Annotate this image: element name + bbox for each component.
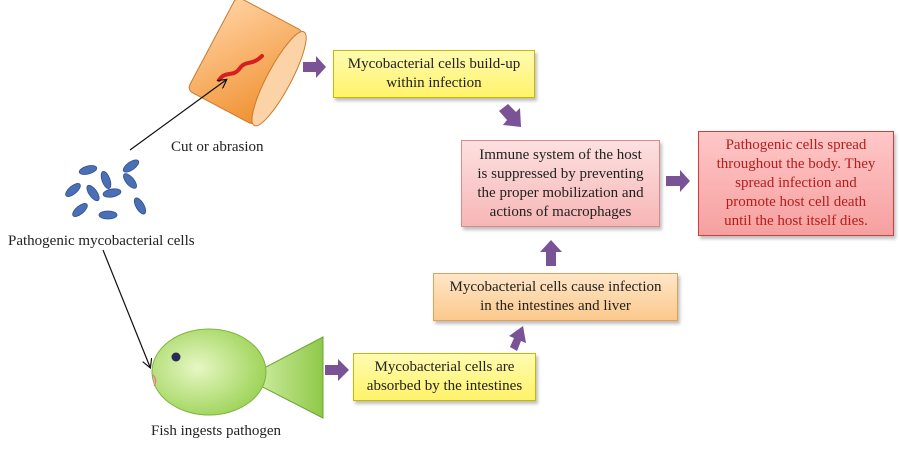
cut-label: Cut or abrasion: [171, 139, 264, 155]
box-immune-line: actions of macrophages: [489, 203, 632, 220]
box-immune: Immune system of the host is suppressed …: [461, 140, 660, 227]
arrow-cells-to-fish: [102, 249, 150, 367]
box-absorbed-line: Mycobacterial cells are: [374, 359, 515, 375]
box-immune-line: the proper mobilization and: [477, 184, 644, 201]
box-spread-line: promote host cell death: [725, 194, 867, 210]
box-intestines-liver-line: in the intestines and liver: [480, 298, 631, 314]
box-absorbed-line: absorbed by the intestines: [366, 378, 523, 394]
arrow-absorbed-to-liver: [509, 326, 526, 351]
box-spread-line: until the host itself dies.: [724, 213, 868, 229]
box-spread: Pathogenic cells spread throughout the b…: [698, 131, 894, 236]
fish-label: Fish ingests pathogen: [151, 423, 281, 439]
box-buildup-line: within infection: [386, 75, 482, 91]
bacteria-cells-icon: [65, 159, 147, 220]
box-intestines-liver-line: Mycobacterial cells cause infection: [449, 279, 662, 295]
fish-icon: [151, 328, 324, 419]
box-intestines-liver: Mycobacterial cells cause infection in t…: [433, 273, 678, 321]
box-immune-line: is suppressed by preventing: [477, 165, 644, 182]
skin-cut-icon: [188, 0, 307, 127]
box-spread-line: throughout the body. They: [716, 156, 876, 172]
cells-label: Pathogenic mycobacterial cells: [8, 233, 195, 249]
box-spread-line: Pathogenic cells spread: [725, 137, 867, 153]
arrow-cut-to-buildup: [303, 56, 326, 78]
box-spread-line: spread infection and: [735, 175, 857, 191]
arrow-cells-to-cut: [129, 80, 226, 151]
box-absorbed: Mycobacterial cells are absorbed by the …: [353, 353, 536, 401]
box-immune-line: Immune system of the host: [479, 146, 642, 163]
arrow-buildup-to-immune: [499, 104, 521, 127]
box-buildup: Mycobacterial cells build-up within infe…: [333, 50, 535, 98]
arrow-liver-to-immune: [540, 240, 562, 266]
box-buildup-line: Mycobacterial cells build-up: [347, 56, 521, 72]
arrow-fish-to-absorbed: [325, 359, 349, 381]
flow-arrows: [303, 56, 690, 381]
arrow-immune-to-spread: [666, 170, 690, 192]
